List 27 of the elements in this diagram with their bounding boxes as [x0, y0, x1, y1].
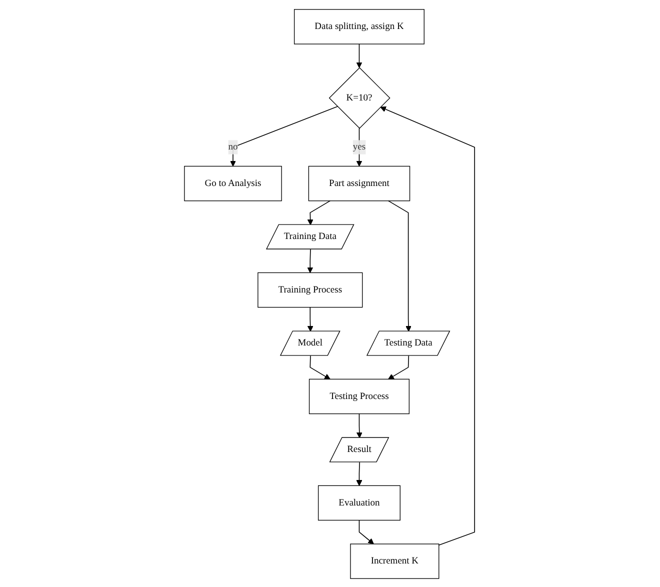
arrow	[356, 127, 363, 166]
arrow	[356, 43, 363, 68]
process-box: Go to Analysis	[184, 165, 282, 201]
arrow	[356, 461, 363, 486]
decision-or-data-shape: Model	[280, 330, 341, 356]
decision-or-data-shape: Result	[330, 436, 390, 462]
edge-label: yes	[353, 140, 366, 154]
process-box: Training Process	[258, 272, 364, 308]
process-box: Part assignment	[308, 165, 411, 201]
arrow	[380, 106, 476, 546]
arrow	[356, 412, 363, 438]
edge-label: no	[228, 140, 238, 154]
arrow	[310, 354, 331, 379]
arrow	[388, 354, 410, 379]
decision-or-data-shape: K=10?	[329, 66, 391, 128]
arrow	[308, 306, 314, 332]
arrow	[359, 519, 374, 544]
arrow	[230, 106, 338, 166]
arrow	[308, 248, 314, 272]
decision-or-data-shape: Training Data	[266, 224, 355, 249]
arrow	[388, 200, 412, 332]
arrow	[308, 200, 332, 225]
process-box: Evaluation	[318, 484, 401, 520]
decision-or-data-shape: Testing Data	[366, 330, 451, 356]
process-box: Testing Process	[309, 378, 410, 414]
process-box: Increment K	[350, 543, 440, 578]
process-box: Data splitting, assign K	[294, 8, 425, 44]
